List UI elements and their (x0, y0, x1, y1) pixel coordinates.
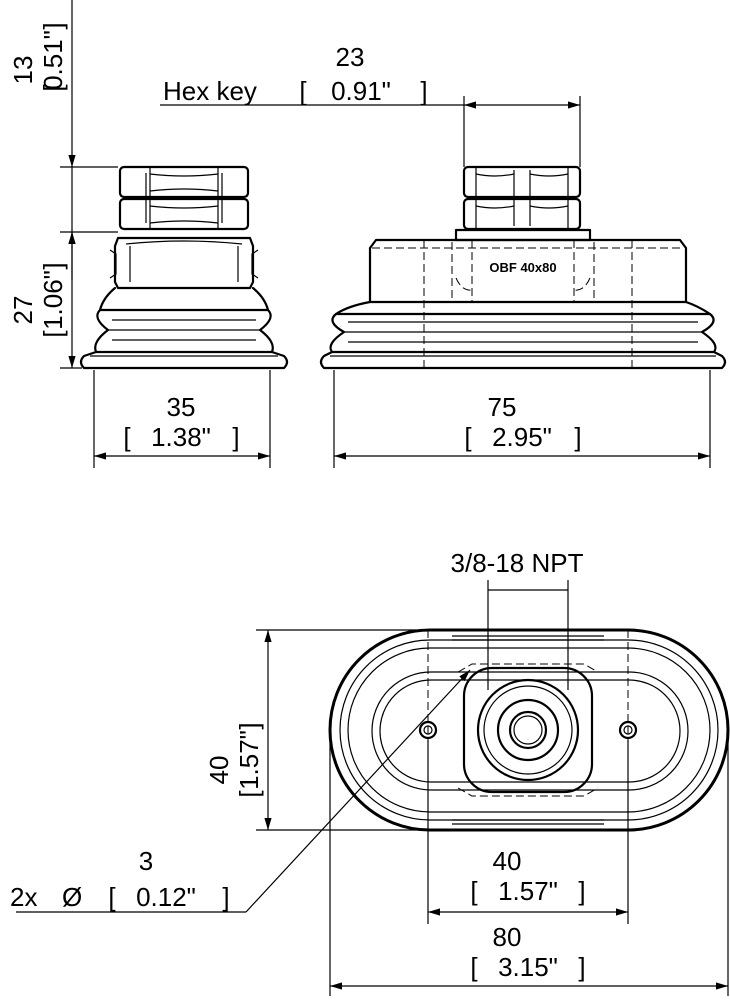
cup-outline-top (328, 628, 730, 832)
dim-13-mm: 13 (8, 56, 38, 85)
dim-40h-mm: 40 (493, 846, 522, 876)
dim-hex-bracket-close: ] (420, 76, 427, 106)
dim-width-left (93, 370, 271, 468)
dim-label-40-vertical: 40 [ 1.57" ] (204, 722, 264, 797)
dim-label-40-horizontal: 40 [ 1.57" ] (470, 846, 585, 906)
dim-40v-in: 1.57" (234, 730, 264, 790)
dim-40h-bracket-close: ] (578, 876, 585, 906)
dim-hole-bracket-open: [ (108, 882, 116, 912)
dim-label-hex-key: 23 Hex key [ 0.91" ] (163, 42, 428, 106)
dim-35-mm: 35 (167, 392, 196, 422)
bellows-right (319, 300, 727, 370)
dim-label-27: 27 [ 1.06" ] (8, 262, 68, 337)
dim-hex-in: 0.91" (331, 76, 391, 106)
dim-27-in-bracket-open: [ (38, 330, 68, 338)
diameter-symbol: Ø (62, 882, 82, 912)
dim-40h-bracket-open: [ (470, 876, 478, 906)
dim-hex-bracket-open: [ (299, 76, 307, 106)
dim-width-right (333, 370, 711, 468)
dim-27-mm: 27 (8, 296, 38, 325)
center-fitting-top (462, 666, 594, 794)
bellows-left (79, 286, 289, 370)
dim-80-bracket-close: ] (578, 952, 585, 982)
dim-hole-leader (16, 669, 471, 913)
dim-80-in: 3.15" (498, 952, 558, 982)
dim-35-bracket-close: ] (232, 422, 239, 452)
dim-13-in-bracket-close: ] (38, 22, 68, 29)
dim-27-in-bracket-close: ] (38, 262, 68, 269)
hex-nut-right (462, 165, 582, 231)
dim-label-thread: 3/8-18 NPT (451, 548, 584, 578)
dim-40v-bracket-open: [ (234, 790, 264, 798)
dim-thread (487, 580, 569, 690)
dim-35-in: 1.38" (151, 422, 211, 452)
dim-35-bracket-open: [ (123, 422, 131, 452)
dim-label-hole: 3 2x Ø [ 0.12" ] (10, 846, 230, 912)
hex-nut-left (118, 165, 250, 231)
dim-label-35: 35 [ 1.38" ] (123, 392, 239, 452)
dim-40h-in: 1.57" (498, 876, 558, 906)
dim-width-top (329, 735, 729, 996)
dim-27-in: 1.06" (38, 270, 68, 330)
dim-label-80: 80 [ 3.15" ] (470, 922, 585, 982)
fitting-left (109, 236, 259, 290)
dim-80-mm: 80 (493, 922, 522, 952)
hex-key-label: Hex key (163, 76, 257, 106)
dim-13-in-bracket-open: [ (38, 84, 68, 92)
dim-hole-in: 0.12" (136, 882, 196, 912)
dim-label-75: 75 [ 2.95" ] (464, 392, 581, 452)
top-view (16, 580, 730, 996)
dim-hole-count: 2x (10, 882, 37, 912)
mounting-holes (418, 720, 638, 740)
dim-hole-spacing (427, 740, 629, 924)
dim-80-bracket-open: [ (470, 952, 478, 982)
dim-hex-key (160, 96, 581, 167)
dim-75-in: 2.95" (492, 422, 552, 452)
dim-40v-bracket-close: ] (234, 722, 264, 729)
dim-label-13: 13 [ 0.51" ] (8, 22, 68, 91)
dim-height-left (60, 0, 118, 369)
dim-75-bracket-open: [ (464, 422, 472, 452)
side-view-left (60, 0, 289, 468)
dim-13-in: 0.51" (38, 30, 68, 90)
dim-hole-bracket-close: ] (222, 882, 229, 912)
part-marking: OBF 40x80 (489, 260, 556, 275)
dim-hex-mm: 23 (336, 42, 365, 72)
dim-75-mm: 75 (488, 392, 517, 422)
dim-75-bracket-close: ] (574, 422, 581, 452)
dim-hole-mm: 3 (139, 846, 153, 876)
dim-40v-mm: 40 (204, 756, 234, 785)
side-view-right: OBF 40x80 (160, 96, 727, 468)
dim-height-top (256, 629, 420, 831)
cup-body-right: OBF 40x80 (368, 228, 688, 368)
thread-label: 3/8-18 NPT (451, 548, 584, 578)
